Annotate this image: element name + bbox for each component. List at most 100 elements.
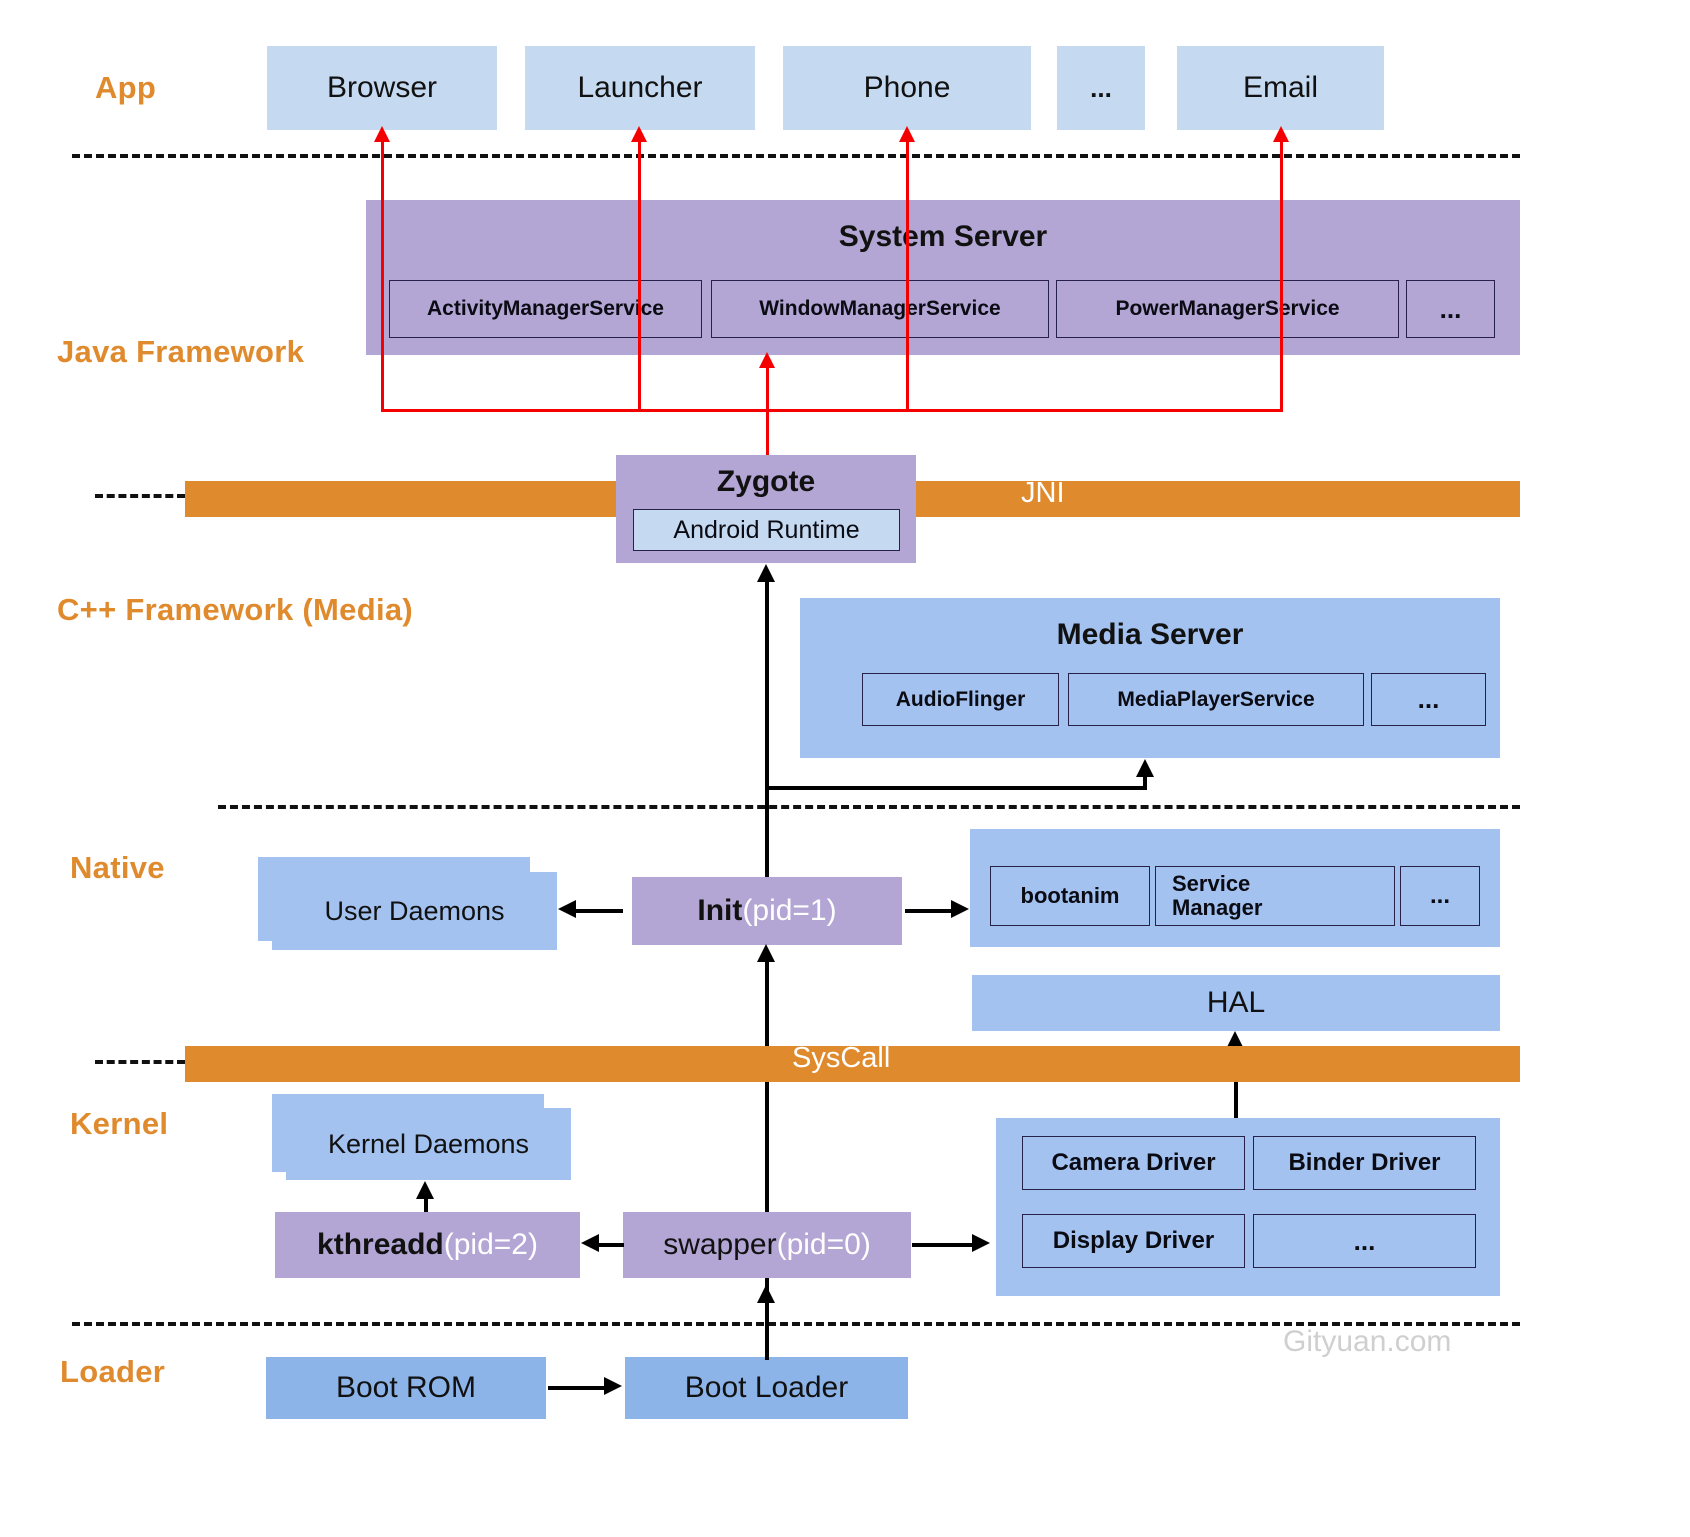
- syscall-bar-label: SysCall: [792, 1042, 891, 1074]
- system-server-title: System Server: [838, 220, 1048, 253]
- native-services-panel[interactable]: bootanim Service Manager ...: [970, 829, 1500, 947]
- arrow-head-init-to-media: [1136, 759, 1154, 777]
- media-service-box-mediaplayerservice[interactable]: MediaPlayerService: [1068, 673, 1364, 726]
- fork-arrow-launcher: [631, 126, 647, 142]
- separator-jni-left-dash: [95, 494, 185, 498]
- service-box-window-manager-label: WindowManagerService: [759, 297, 1001, 320]
- driver-box-camera[interactable]: Camera Driver: [1022, 1136, 1245, 1190]
- swapper-process-name: swapper: [663, 1228, 777, 1261]
- service-box-activity-manager-label: ActivityManagerService: [427, 297, 664, 320]
- app-box-launcher[interactable]: Launcher: [525, 46, 755, 130]
- kthreadd-process-name: kthreadd: [317, 1228, 444, 1261]
- zygote-title: Zygote: [716, 465, 816, 498]
- layer-label-native: Native: [70, 850, 165, 885]
- user-daemons-label: User Daemons: [324, 895, 505, 926]
- media-server-panel[interactable]: Media Server AudioFlinger MediaPlayerSer…: [800, 598, 1500, 758]
- arrow-head-drivers-to-hal: [1226, 1031, 1244, 1049]
- native-service-box-service-manager[interactable]: Service Manager: [1155, 866, 1395, 926]
- separator-media-native: [218, 805, 1520, 809]
- hal-label: HAL: [1206, 986, 1266, 1019]
- arrow-head-swapper-to-drivers: [972, 1234, 990, 1252]
- arrow-line-init-to-media-v: [1143, 775, 1147, 789]
- service-box-power-manager-label: PowerManagerService: [1115, 297, 1340, 320]
- fork-bus-horizontal: [381, 409, 1283, 412]
- drivers-panel[interactable]: Camera Driver Binder Driver Display Driv…: [996, 1118, 1500, 1296]
- kernel-daemons-label: Kernel Daemons: [327, 1128, 530, 1159]
- init-process-pid: (pid=1): [742, 894, 837, 927]
- service-box-power-manager[interactable]: PowerManagerService: [1056, 280, 1399, 338]
- arrow-line-init-to-zygote: [765, 580, 769, 880]
- init-process-box[interactable]: Init(pid=1): [632, 877, 902, 945]
- syscall-bar: SysCall: [185, 1042, 1520, 1082]
- native-service-box-ellipsis[interactable]: ...: [1400, 866, 1480, 926]
- service-box-activity-manager[interactable]: ActivityManagerService: [389, 280, 702, 338]
- separator-kernel-loader: [72, 1322, 1520, 1326]
- arrow-head-init-to-native-services: [951, 900, 969, 918]
- native-service-box-bootanim[interactable]: bootanim: [990, 866, 1150, 926]
- media-service-box-ellipsis-label: ...: [1417, 684, 1440, 714]
- android-runtime-label: Android Runtime: [673, 515, 860, 544]
- system-server-panel[interactable]: System Server ActivityManagerService Win…: [366, 200, 1520, 355]
- driver-box-ellipsis[interactable]: ...: [1253, 1214, 1476, 1268]
- app-box-email-label: Email: [1242, 71, 1318, 104]
- boot-rom-box[interactable]: Boot ROM: [266, 1357, 546, 1419]
- hal-box[interactable]: HAL: [972, 975, 1500, 1031]
- app-box-phone[interactable]: Phone: [783, 46, 1031, 130]
- fork-arrow-email: [1273, 126, 1289, 142]
- android-runtime-box[interactable]: Android Runtime: [633, 509, 900, 551]
- zygote-panel[interactable]: Zygote Android Runtime: [616, 455, 916, 563]
- layer-label-loader: Loader: [60, 1354, 166, 1389]
- service-box-window-manager[interactable]: WindowManagerService: [711, 280, 1049, 338]
- arrow-line-init-to-native-services: [905, 909, 953, 913]
- media-service-box-audioflinger[interactable]: AudioFlinger: [862, 673, 1059, 726]
- app-box-phone-label: Phone: [863, 71, 951, 104]
- service-box-ellipsis[interactable]: ...: [1406, 280, 1495, 338]
- app-box-ellipsis[interactable]: ...: [1057, 46, 1145, 130]
- separator-app-framework: [72, 154, 1520, 158]
- layer-label-cpp-framework: C++ Framework (Media): [57, 592, 414, 627]
- fork-line-launcher: [638, 139, 641, 411]
- watermark: Gityuan.com: [1283, 1325, 1452, 1358]
- arrow-line-swapper-to-init: [765, 960, 769, 1300]
- app-box-browser[interactable]: Browser: [267, 46, 497, 130]
- arrow-line-bootloader-to-swapper: [765, 1300, 769, 1360]
- boot-rom-label: Boot ROM: [335, 1371, 477, 1404]
- driver-box-display[interactable]: Display Driver: [1022, 1214, 1245, 1268]
- fork-line-email: [1280, 139, 1283, 411]
- layer-label-app: App: [95, 70, 157, 105]
- arrow-line-init-to-media-h: [765, 786, 1147, 790]
- arrow-line-swapper-to-kthreadd: [598, 1243, 624, 1247]
- layer-label-java-framework: Java Framework: [57, 334, 305, 369]
- arrow-head-bootloader-to-swapper: [757, 1285, 775, 1303]
- app-box-email[interactable]: Email: [1177, 46, 1384, 130]
- media-service-box-ellipsis[interactable]: ...: [1371, 673, 1486, 726]
- kthreadd-process-pid: (pid=2): [443, 1228, 538, 1261]
- driver-box-display-label: Display Driver: [1052, 1227, 1215, 1254]
- driver-box-camera-label: Camera Driver: [1051, 1149, 1216, 1176]
- media-server-title: Media Server: [1056, 618, 1244, 651]
- arrow-head-init-to-user-daemons: [558, 900, 576, 918]
- arrow-head-bootrom-to-bootloader: [604, 1377, 622, 1395]
- kthreadd-process-box[interactable]: kthreadd(pid=2): [275, 1212, 580, 1278]
- kernel-daemons-box[interactable]: Kernel Daemons: [286, 1108, 571, 1180]
- service-box-ellipsis-label: ...: [1439, 293, 1462, 324]
- arrow-head-swapper-to-init: [757, 944, 775, 962]
- app-box-browser-label: Browser: [326, 71, 438, 104]
- arrow-line-swapper-to-drivers: [912, 1243, 974, 1247]
- swapper-process-box[interactable]: swapper(pid=0): [623, 1212, 911, 1278]
- driver-box-binder[interactable]: Binder Driver: [1253, 1136, 1476, 1190]
- user-daemons-box[interactable]: User Daemons: [272, 872, 557, 950]
- fork-line-browser: [381, 139, 384, 411]
- arrow-head-init-to-zygote: [757, 564, 775, 582]
- native-service-box-ellipsis-label: ...: [1429, 882, 1450, 909]
- driver-box-ellipsis-label: ...: [1353, 1225, 1376, 1256]
- arrow-head-swapper-to-kthreadd: [581, 1234, 599, 1252]
- separator-syscall-left-dash: [95, 1060, 185, 1064]
- fork-arrow-phone: [899, 126, 915, 142]
- arrow-line-drivers-to-hal: [1234, 1078, 1238, 1138]
- boot-loader-label: Boot Loader: [684, 1371, 849, 1404]
- boot-loader-box[interactable]: Boot Loader: [625, 1357, 908, 1419]
- driver-box-binder-label: Binder Driver: [1288, 1149, 1441, 1176]
- init-process-name: Init: [697, 894, 743, 927]
